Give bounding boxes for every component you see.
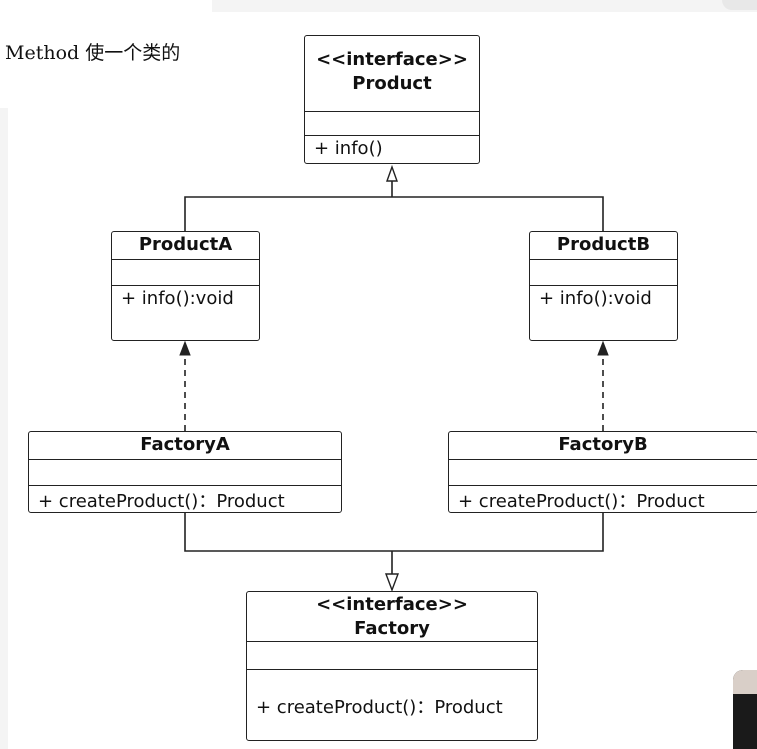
class-factoryB-name: FactoryB [558, 434, 648, 455]
edge-factoryA-to-factory [184, 513, 392, 552]
class-product-stereotype: <<interface>> [316, 49, 468, 70]
class-factory-attributes [247, 642, 537, 670]
class-productB-attributes [530, 260, 677, 286]
class-productA-operations: + info():void [112, 286, 259, 309]
class-factoryB-header: FactoryB [449, 432, 757, 460]
video-overlay [733, 670, 757, 749]
class-productA-attributes [112, 260, 259, 286]
class-product-operations: + info() [305, 136, 479, 159]
class-factory-operations: + createProduct()：Product [247, 670, 537, 719]
class-factoryB-operations: + createProduct()：Product [449, 486, 757, 513]
class-factory-op: + createProduct()：Product [256, 697, 503, 718]
class-productB[interactable]: ProductB + info():void [529, 231, 678, 341]
class-productB-name: ProductB [556, 234, 651, 255]
class-factory[interactable]: <<interface>> Factory + createProduct()：… [246, 591, 538, 741]
arrowhead-productA [179, 340, 191, 356]
class-productB-header: ProductB [530, 232, 677, 260]
class-productB-op: + info():void [539, 288, 652, 309]
class-productB-operations: + info():void [530, 286, 677, 309]
class-product-attributes [305, 112, 479, 136]
class-productA[interactable]: ProductA + info():void [111, 231, 260, 341]
class-factoryA-name: FactoryA [140, 434, 230, 455]
class-factory-header: <<interface>> Factory [247, 592, 537, 642]
class-productA-header: ProductA [112, 232, 259, 260]
video-face [733, 670, 757, 694]
class-factoryB[interactable]: FactoryB + createProduct()：Product [448, 431, 757, 513]
class-factoryA-header: FactoryA [29, 432, 341, 460]
edge-productB-to-product [392, 196, 604, 231]
class-productA-op: + info():void [121, 288, 234, 309]
class-factoryA-op: + createProduct()：Product [38, 491, 285, 512]
class-factory-stereotype: <<interface>> [316, 594, 468, 615]
class-product-header: <<interface>> Product [305, 36, 479, 112]
class-factoryA-attributes [29, 460, 341, 486]
class-productA-name: ProductA [138, 234, 233, 255]
corner-overlay [722, 0, 757, 10]
caption-text: Method 使一个类的 [5, 42, 181, 64]
class-factoryA[interactable]: FactoryA + createProduct()：Product [28, 431, 342, 513]
arrowhead-factory [384, 573, 400, 592]
class-factory-name: Factory [354, 618, 430, 639]
caption-background [0, 0, 212, 108]
class-product[interactable]: <<interface>> Product + info() [304, 35, 480, 164]
edge-productA-to-product [184, 196, 392, 231]
arrowhead-product [386, 164, 398, 182]
class-product-name: Product [352, 73, 432, 94]
arrowhead-productB [597, 340, 609, 356]
class-product-op: + info() [314, 138, 383, 159]
class-factoryB-op: + createProduct()：Product [458, 491, 705, 512]
class-factoryB-attributes [449, 460, 757, 486]
class-factoryA-operations: + createProduct()：Product [29, 486, 341, 513]
edge-factoryB-to-factory [392, 513, 604, 552]
